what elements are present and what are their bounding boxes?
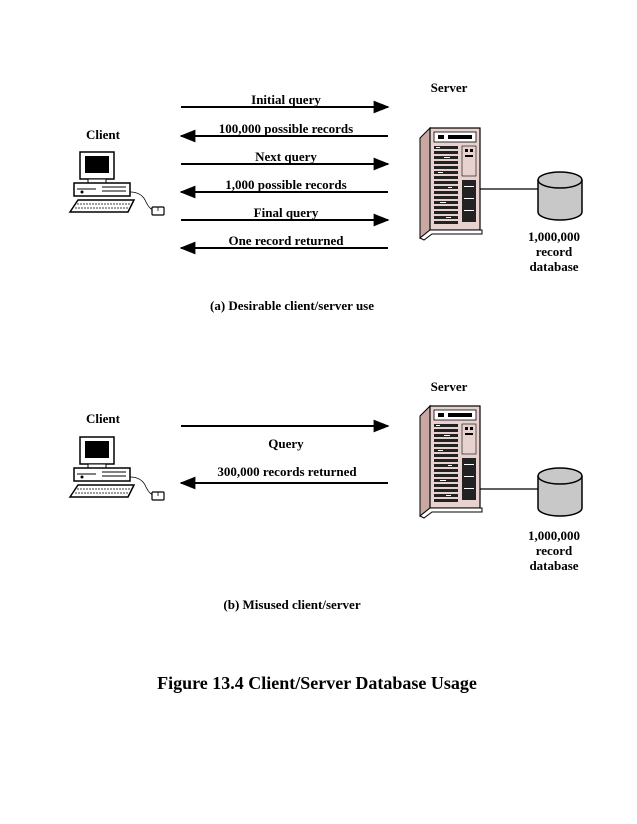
message-label: Initial query: [251, 92, 321, 107]
server-label: Server: [430, 379, 468, 394]
message-label: 100,000 possible records: [218, 121, 354, 136]
figure-title: Figure 13.4 Client/Server Database Usage: [157, 673, 477, 693]
server-tower-icon: [419, 127, 483, 241]
message-label: 1,000 possible records: [225, 177, 347, 192]
message-label: 300,000 records returned: [217, 464, 357, 479]
database-cylinder-icon: [537, 171, 583, 221]
database-label-line: 1,000,000: [528, 229, 580, 244]
panel-b-graphics: [69, 405, 583, 519]
database-label-line: record: [535, 244, 573, 259]
client-label: Client: [86, 127, 120, 142]
panel-a-graphics: [69, 100, 583, 255]
server-label: Server: [430, 80, 468, 95]
server-tower-icon: [419, 405, 483, 519]
panel-b-caption: (b) Misused client/server: [223, 597, 361, 612]
client-label: Client: [86, 411, 120, 426]
database-label-line: database: [529, 558, 579, 573]
message-label: Query: [268, 436, 304, 451]
client-computer-icon: [69, 436, 165, 501]
panel-a-caption: (a) Desirable client/server use: [209, 298, 375, 313]
database-label-line: 1,000,000: [528, 528, 580, 543]
message-label: One record returned: [228, 233, 344, 248]
database-label-line: record: [535, 543, 573, 558]
database-label-line: database: [529, 259, 579, 274]
database-label: 1,000,000 record database: [528, 528, 580, 573]
message-label: Final query: [253, 205, 319, 220]
client-computer-icon: [69, 151, 165, 216]
database-cylinder-icon: [537, 467, 583, 517]
database-label: 1,000,000 record database: [528, 229, 580, 274]
message-label: Next query: [255, 149, 317, 164]
